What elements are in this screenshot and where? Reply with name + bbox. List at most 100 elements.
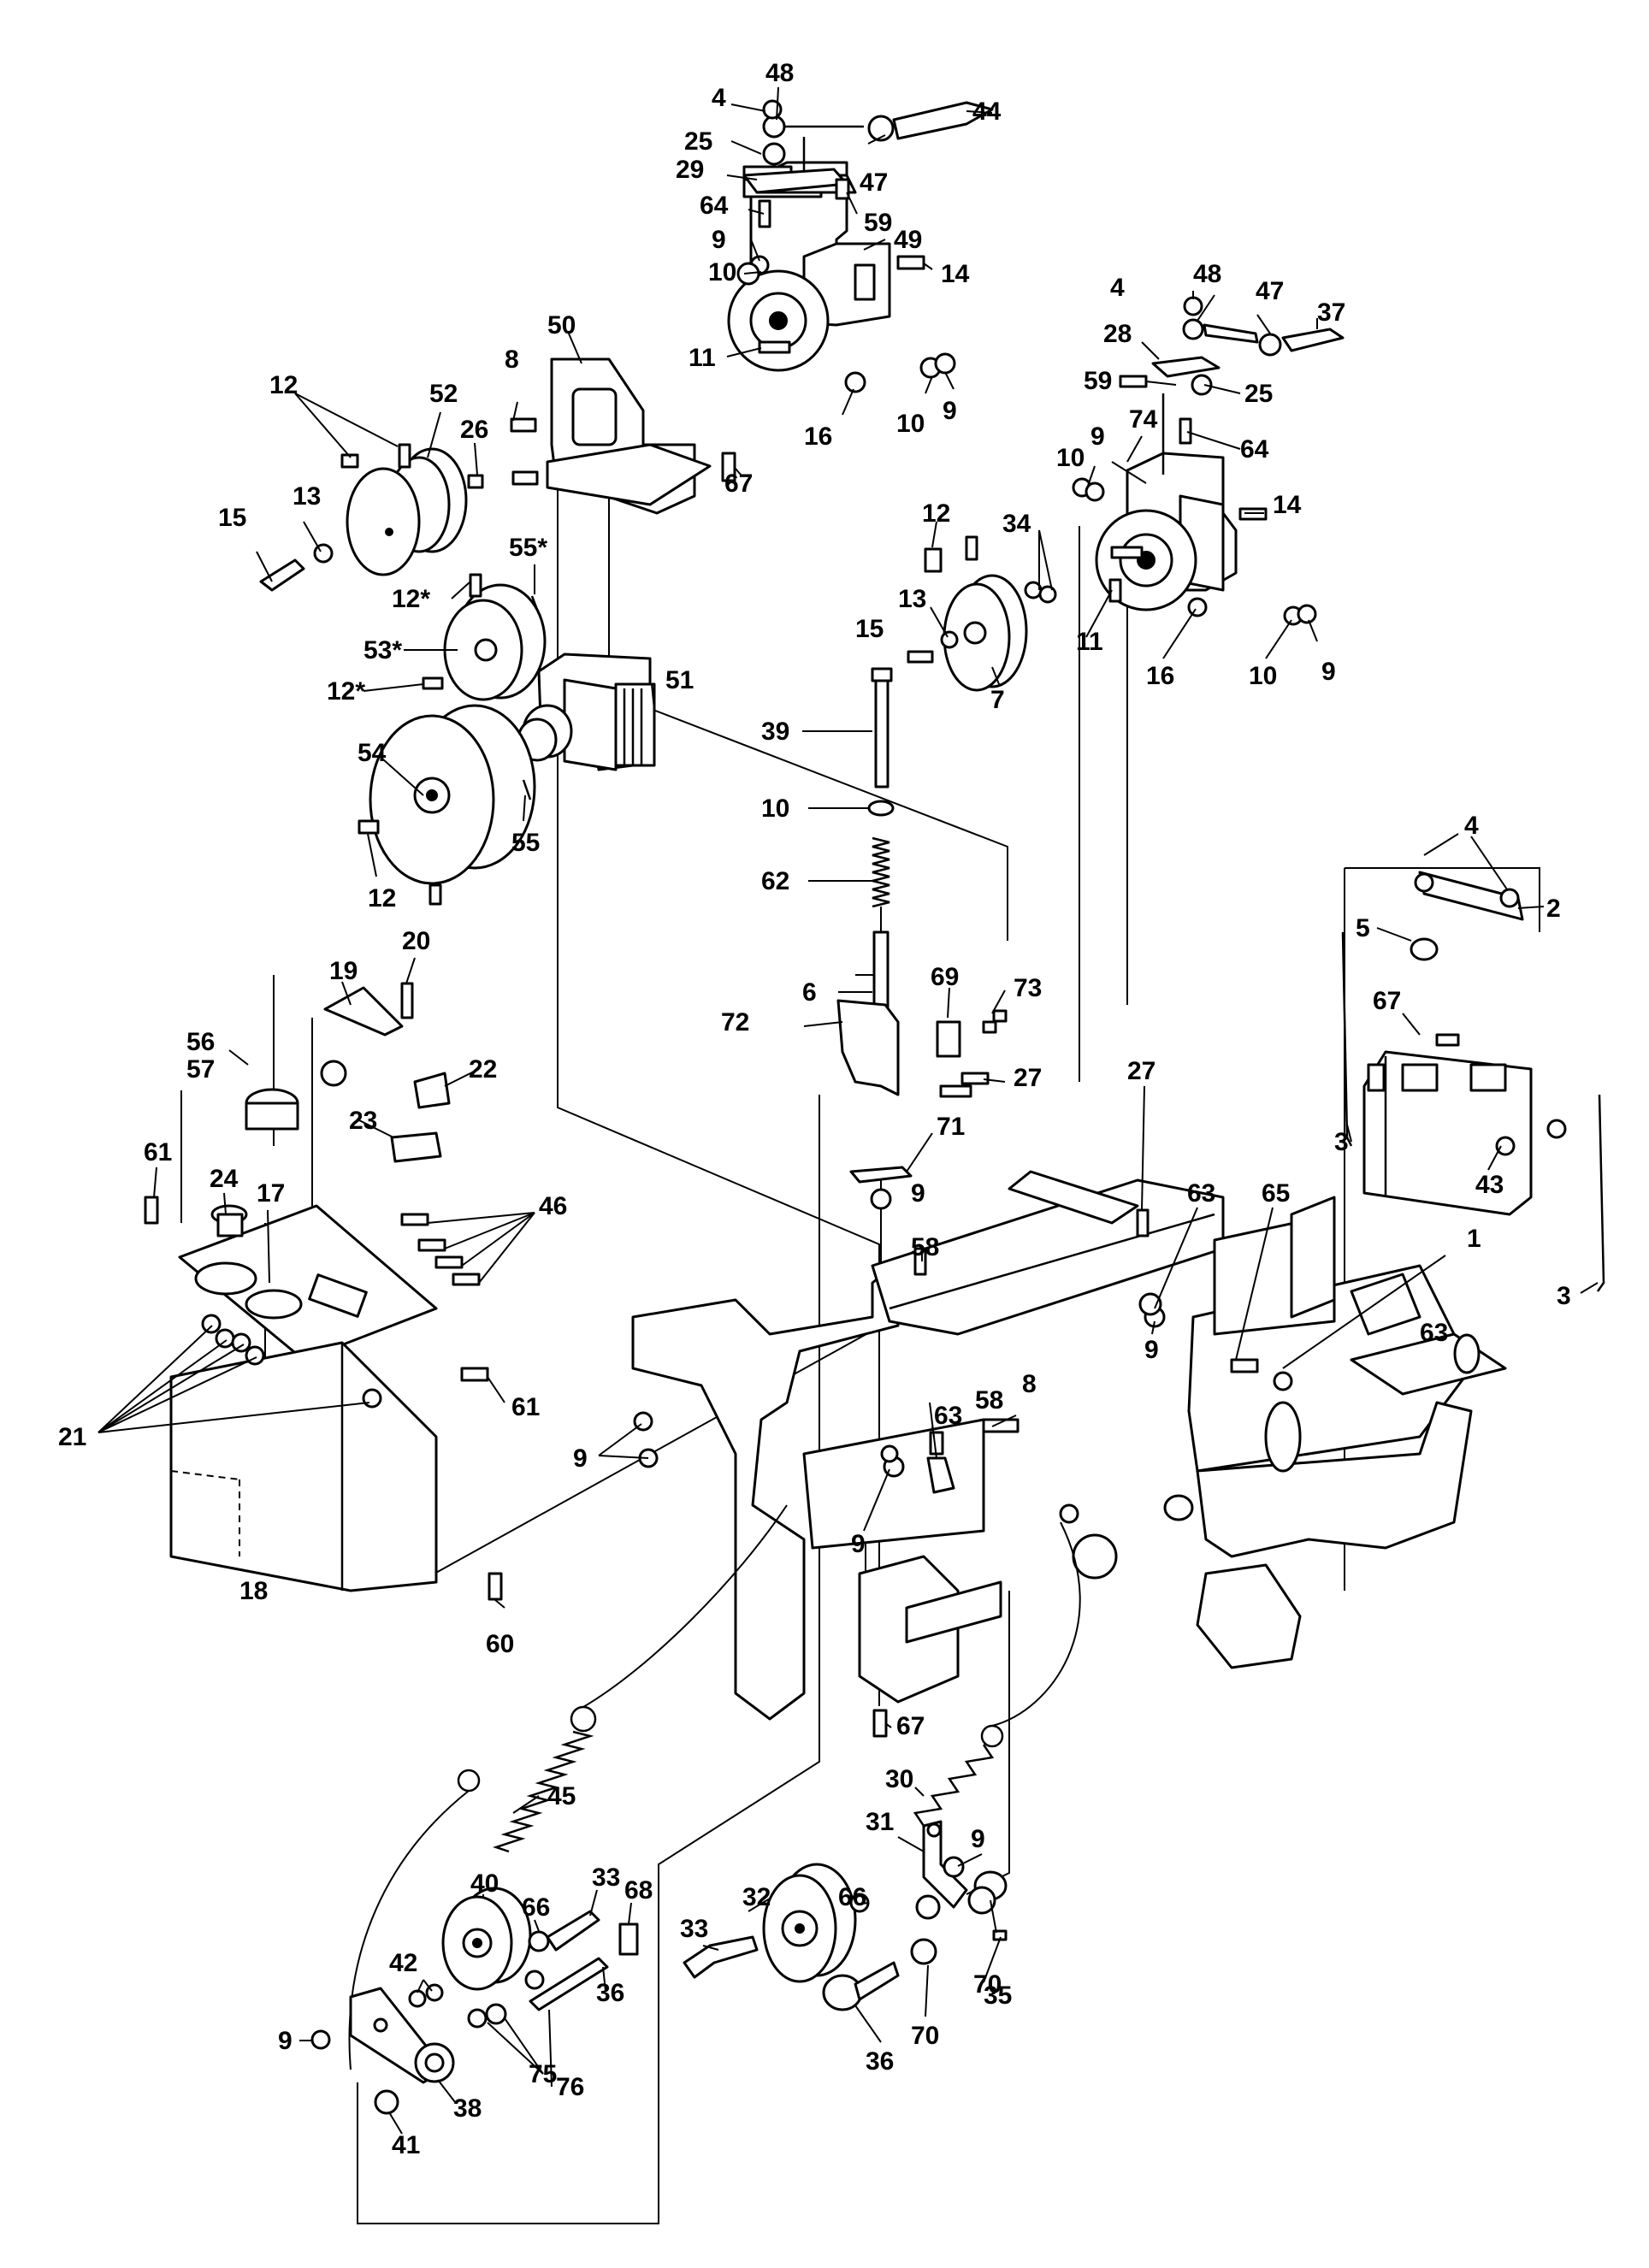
callout-54: 10 xyxy=(761,794,789,823)
callout-3: 25 xyxy=(684,127,712,156)
callout-51: 9 xyxy=(1321,658,1336,686)
callout-21: 67 xyxy=(724,470,753,498)
callout-69: 23 xyxy=(349,1107,377,1135)
callout-5: 29 xyxy=(676,156,704,184)
callout-94: 18 xyxy=(239,1577,268,1605)
callout-115: 70 xyxy=(911,2022,939,2050)
callout-84: 3 xyxy=(1557,1282,1571,1310)
callout-64: 56 xyxy=(186,1028,215,1056)
callout-8: 9 xyxy=(712,226,726,254)
callout-88: 61 xyxy=(511,1393,540,1421)
callout-92: 9 xyxy=(573,1444,588,1473)
controls xyxy=(245,982,451,1163)
callout-76: 17 xyxy=(257,1179,285,1208)
callout-40: 74 xyxy=(1129,405,1158,434)
fasteners-frame xyxy=(633,1208,1293,1738)
callout-15: 10 xyxy=(896,410,925,438)
callout-48: 11 xyxy=(1076,628,1103,656)
callout-75: 46 xyxy=(539,1192,567,1220)
callout-12: 50 xyxy=(547,311,576,340)
callout-73: 61 xyxy=(144,1138,172,1166)
callout-30: 55 xyxy=(511,829,540,857)
callout-113: 76 xyxy=(556,2073,584,2101)
switch-bracket xyxy=(836,999,1008,1210)
callout-109: 42 xyxy=(389,1949,417,1977)
callout-0: 4 xyxy=(712,84,726,112)
callout-45: 34 xyxy=(1002,510,1031,538)
callout-61: 6 xyxy=(802,978,817,1007)
callout-24: 55* xyxy=(509,534,547,562)
callout-49: 16 xyxy=(1146,662,1174,690)
fasteners-top-right xyxy=(1024,477,1317,626)
callout-10: 10 xyxy=(708,258,736,286)
callout-97: 45 xyxy=(547,1782,576,1810)
callout-29: 54 xyxy=(358,739,387,767)
callout-110: 36 xyxy=(596,1979,624,2007)
callout-103: 66 xyxy=(838,1883,866,1911)
callout-68: 67 xyxy=(1373,987,1401,1015)
callout-98: 30 xyxy=(885,1765,913,1793)
fasteners-box xyxy=(144,1196,503,1601)
callout-20: 26 xyxy=(460,416,488,444)
fasteners-top-left xyxy=(510,255,956,486)
callout-90: 8 xyxy=(1022,1370,1037,1398)
callout-6: 64 xyxy=(700,192,729,220)
callout-66: 22 xyxy=(469,1055,497,1084)
callout-56: 4 xyxy=(1464,812,1479,840)
callout-72: 3 xyxy=(1334,1128,1349,1156)
callout-17: 12 xyxy=(269,371,298,399)
callout-47: 15 xyxy=(855,615,884,643)
callout-116: 36 xyxy=(866,2047,894,2076)
callout-44: 12 xyxy=(922,499,950,528)
callout-80: 63 xyxy=(1187,1179,1215,1208)
control-panel xyxy=(178,1204,438,1361)
callout-32: 4 xyxy=(1110,274,1125,302)
rod-assembly xyxy=(867,667,895,1024)
callout-91: 63 xyxy=(934,1402,962,1430)
callout-55: 62 xyxy=(761,867,789,895)
callout-93: 9 xyxy=(851,1530,866,1558)
callout-50: 10 xyxy=(1249,662,1277,690)
callout-102: 32 xyxy=(742,1883,771,1911)
callout-106: 68 xyxy=(624,1876,653,1905)
callout-41: 64 xyxy=(1240,435,1269,464)
callout-101: 33 xyxy=(592,1863,620,1892)
callout-35: 37 xyxy=(1317,298,1345,327)
callout-70: 27 xyxy=(1014,1064,1042,1092)
callout-43: 14 xyxy=(1273,491,1302,519)
callout-31: 12 xyxy=(368,884,396,913)
callout-27: 12* xyxy=(327,677,365,706)
callout-82: 1 xyxy=(1467,1225,1481,1253)
callout-95: 60 xyxy=(486,1630,514,1658)
callout-18: 52 xyxy=(429,380,458,408)
callout-4: 47 xyxy=(860,168,888,197)
callout-104: 40 xyxy=(470,1869,499,1898)
callout-11: 14 xyxy=(941,260,970,288)
callout-46: 13 xyxy=(898,585,926,613)
pulley-54 xyxy=(358,704,536,906)
callout-60: 19 xyxy=(329,957,358,985)
linkage-right xyxy=(1119,296,1345,475)
callout-112: 9 xyxy=(278,2027,293,2055)
callout-38: 25 xyxy=(1244,380,1273,408)
callout-81: 65 xyxy=(1262,1179,1290,1208)
callout-58: 5 xyxy=(1356,914,1370,942)
callout-42: 10 xyxy=(1056,444,1085,472)
bracket xyxy=(546,357,712,515)
callout-57: 2 xyxy=(1546,895,1561,923)
callout-52: 7 xyxy=(990,686,1005,714)
callout-22: 13 xyxy=(293,482,321,511)
callout-63: 73 xyxy=(1014,974,1042,1002)
pulley-7 xyxy=(907,535,1028,692)
callout-99: 31 xyxy=(866,1808,894,1836)
callout-39: 9 xyxy=(1090,422,1105,451)
callout-79: 9 xyxy=(911,1179,925,1208)
main-frame xyxy=(631,1170,1507,1721)
callout-14: 16 xyxy=(804,422,832,451)
callout-36: 28 xyxy=(1103,320,1132,348)
idler-assembly-left xyxy=(310,1887,639,2115)
callout-53: 39 xyxy=(761,718,789,746)
callout-13: 11 xyxy=(689,344,716,372)
spring-30 xyxy=(913,1521,1081,1827)
